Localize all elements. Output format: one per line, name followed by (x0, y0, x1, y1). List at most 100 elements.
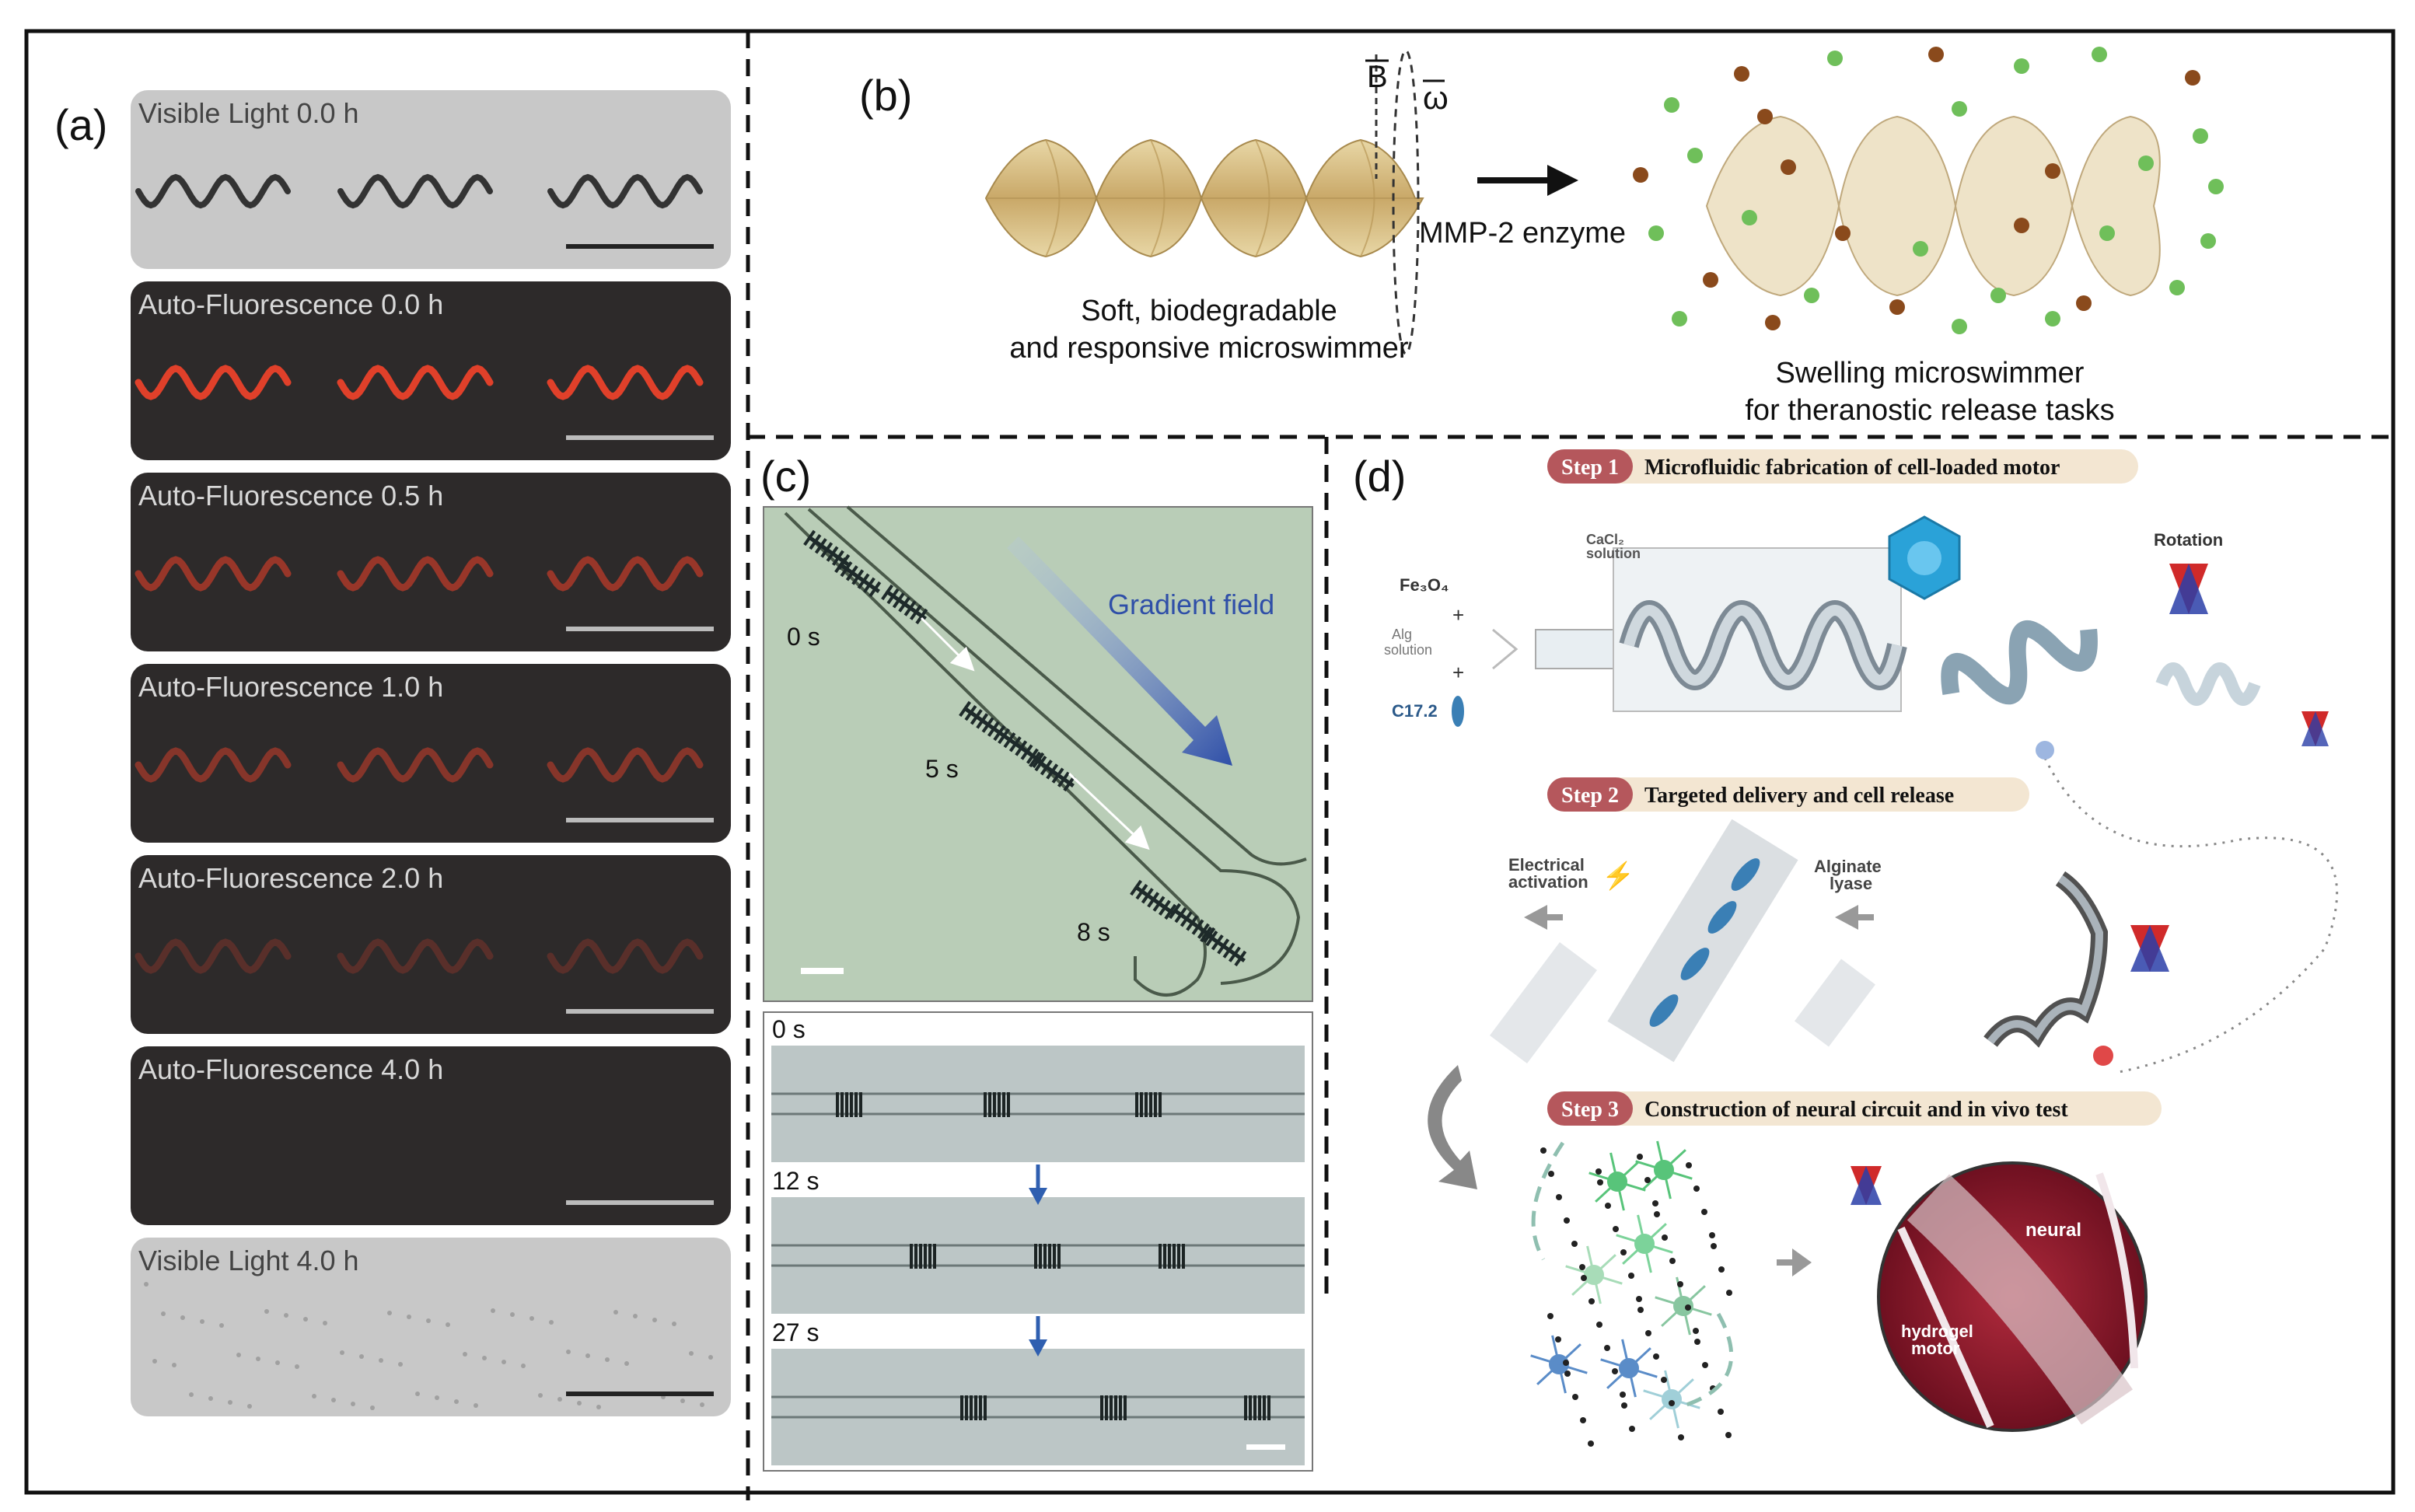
time-label-bottom-3: 27 s (772, 1318, 819, 1346)
debris-speck (652, 1318, 657, 1322)
debris-speck (152, 1359, 157, 1364)
figure-border (24, 29, 2396, 1495)
debris-speck (435, 1395, 439, 1400)
magnetic-nanoparticle (1588, 1440, 1594, 1447)
magnetic-nanoparticle (1555, 1336, 1561, 1343)
hydrogel-label-2: motor (1911, 1339, 1960, 1358)
panel-d-label: (d) (1353, 452, 1406, 501)
green-particle (2045, 311, 2060, 326)
c172-label: C17.2 (1392, 701, 1438, 721)
step2-tag: Step 2 (1561, 784, 1619, 808)
micrograph-row (131, 855, 731, 1034)
brown-particle (2076, 295, 2092, 311)
neuron (1530, 1335, 1588, 1394)
electrical-label-2: activation (1508, 872, 1588, 892)
motion-arrow-2 (1068, 772, 1150, 850)
magnetic-nanoparticle (1637, 1307, 1644, 1313)
debris-speck (624, 1361, 629, 1366)
magnetic-nanoparticle (1686, 1162, 1692, 1168)
debris-speck (275, 1360, 280, 1365)
cell-loaded-helix (1607, 819, 1798, 1063)
alginate-label-1: Alginate (1814, 857, 1882, 876)
scale-bar (566, 627, 714, 631)
debris-speck (370, 1405, 375, 1410)
green-particle (1742, 210, 1757, 225)
debris-speck (331, 1398, 336, 1402)
magnetic-nanoparticle (1662, 1234, 1668, 1241)
microrobot (1169, 903, 1216, 944)
green-particle (2193, 128, 2208, 144)
microrobot (910, 1244, 936, 1269)
debris-speck (596, 1405, 601, 1409)
brown-particle (2014, 218, 2029, 233)
channel-frame (771, 1197, 1305, 1314)
debris-speck (144, 1282, 149, 1287)
helical-swimmer (547, 173, 703, 209)
magnetic-nanoparticle (1725, 1432, 1732, 1438)
step1-tag: Step 1 (1561, 456, 1619, 480)
debris-speck (672, 1322, 676, 1326)
debris-speck (323, 1321, 327, 1325)
magnetic-nanoparticle (1702, 1362, 1708, 1368)
debris-speck (200, 1319, 204, 1324)
magnetic-nanoparticle (1669, 1258, 1676, 1264)
debris-speck (415, 1392, 420, 1396)
microrobot-swarm-top (803, 529, 1247, 967)
debris-speck (340, 1350, 344, 1355)
cacl2-label-2: solution (1586, 546, 1641, 561)
magnetic-nanoparticle (1548, 1171, 1554, 1177)
magnetic-nanoparticle (1547, 1313, 1553, 1319)
neuron (1616, 1214, 1673, 1273)
magnetic-nanoparticle (1661, 1377, 1667, 1383)
magnetic-nanoparticle (1711, 1243, 1717, 1249)
magnetic-nanoparticle (1605, 1203, 1611, 1209)
magnetic-nanoparticle (1556, 1194, 1562, 1200)
debris-speck (482, 1356, 487, 1360)
step3-text: Construction of neural circuit and in vi… (1644, 1098, 2068, 1122)
debris-speck (247, 1404, 252, 1409)
micrograph-row (131, 1046, 731, 1225)
alg-label-1: Alg (1392, 627, 1412, 642)
step1-banner: Step 1 Microfluidic fabrication of cell-… (1547, 449, 2138, 484)
brown-particle (1928, 47, 1944, 62)
magnetic-nanoparticle (1693, 1186, 1700, 1192)
helical-swimmer (337, 173, 493, 209)
green-particle (1672, 311, 1687, 326)
brown-particle (1633, 167, 1648, 183)
debris-speck (236, 1353, 241, 1357)
debris-speck (605, 1357, 610, 1362)
magnetic-nanoparticle (1564, 1217, 1570, 1224)
magnetic-nanoparticle (1677, 1281, 1683, 1287)
green-particle (1664, 97, 1679, 113)
field-icon-small-1 (2301, 711, 2329, 746)
magnetic-field-b-label: B (1367, 60, 1388, 94)
dashed-loop-arrow (1679, 1312, 1734, 1409)
row-caption: Auto-Fluorescence 0.0 h (138, 288, 443, 320)
right-caption-line1: Swelling microswimmer (1776, 357, 2085, 389)
magnetic-nanoparticle (1588, 1298, 1595, 1304)
neuron (1565, 1245, 1623, 1304)
green-particle (1913, 241, 1928, 257)
debris-speck (426, 1318, 431, 1323)
released-cells-helix (1490, 942, 1875, 1063)
debris-speck (549, 1320, 554, 1325)
magnetic-nanoparticle (1726, 1290, 1732, 1296)
debris-speck (228, 1400, 232, 1405)
time-label-bottom-2: 12 s (772, 1167, 819, 1195)
debris-speck (577, 1401, 582, 1405)
helical-swimmer (547, 747, 704, 783)
helical-swimmer (337, 938, 494, 974)
helical-motor-step1 (1941, 620, 2261, 706)
scale-bar (566, 818, 714, 822)
scale-bar (566, 1392, 714, 1396)
arrow-right-step3 (1777, 1248, 1812, 1276)
microrobot (959, 700, 1006, 742)
microrobot (881, 584, 928, 625)
green-particle (2099, 225, 2115, 241)
time-arrows (1029, 1165, 1047, 1357)
green-particle (2014, 58, 2029, 74)
row-caption: Auto-Fluorescence 1.0 h (138, 671, 443, 703)
magnetic-nanoparticle (1709, 1232, 1715, 1238)
green-particle (2208, 179, 2224, 194)
right-caption-line2: for theranostic release tasks (1745, 394, 2114, 427)
